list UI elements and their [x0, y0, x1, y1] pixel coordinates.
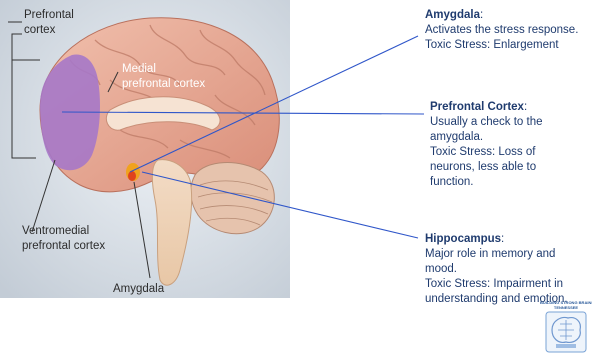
hippocampus-note: Hippocampus: Major role in memory and mo… — [425, 232, 568, 307]
hippocampus-note-line: mood. — [425, 262, 568, 277]
hippocampus-note-title: Hippocampus — [425, 233, 501, 245]
prefrontal-note-line: Toxic Stress: Loss of — [430, 145, 543, 160]
prefrontal-note-line: neurons, less able to — [430, 160, 543, 175]
connector-hippocampus-note — [142, 172, 418, 238]
brain-logo-icon — [540, 300, 592, 356]
prefrontal-note-line: amygdala. — [430, 130, 543, 145]
amygdala-note-line: Toxic Stress: Enlargement — [425, 38, 578, 53]
prefrontal-note: Prefrontal Cortex: Usually a check to th… — [430, 100, 543, 190]
building-strong-brains-logo: BUILDING STRONG BRAINS TENNESSEE — [540, 300, 592, 356]
connector-amygdala-note — [130, 36, 418, 172]
prefrontal-note-line: function. — [430, 175, 543, 190]
prefrontal-note-title: Prefrontal Cortex — [430, 101, 524, 113]
connector-prefrontal-note — [62, 112, 424, 114]
hippocampus-note-line: Major role in memory and — [425, 247, 568, 262]
hippocampus-note-line: Toxic Stress: Impairment in — [425, 277, 568, 292]
amygdala-note: Amygdala: Activates the stress response.… — [425, 8, 578, 53]
amygdala-note-title: Amygdala — [425, 9, 480, 21]
amygdala-note-line: Activates the stress response. — [425, 23, 578, 38]
prefrontal-note-line: Usually a check to the — [430, 115, 543, 130]
